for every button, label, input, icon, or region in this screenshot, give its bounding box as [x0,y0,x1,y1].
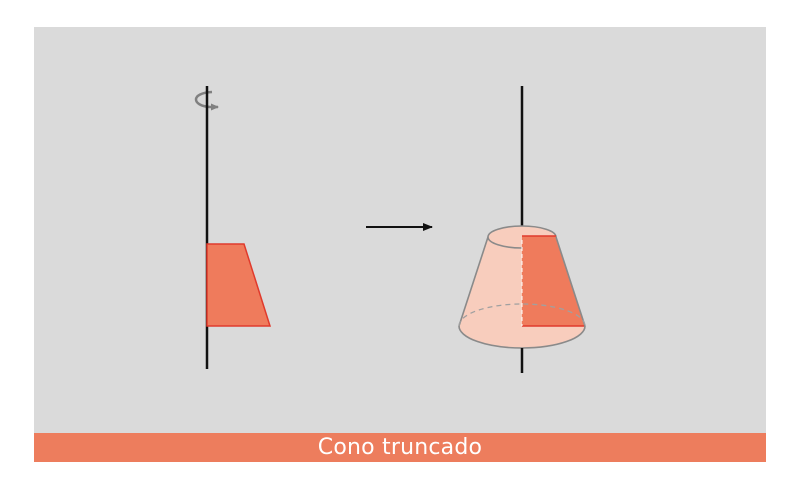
cone-left-edge [458,236,489,327]
caption-bar: Cono truncado [34,433,766,462]
right-figure [458,86,586,373]
cone-right-edge [555,236,586,327]
cone-base-back [458,303,586,327]
trapezoid [206,243,272,327]
diagram-panel [34,27,766,433]
caption-text: Cono truncado [317,435,483,460]
left-figure [194,86,272,369]
cone-section-trapezoid [522,236,585,326]
